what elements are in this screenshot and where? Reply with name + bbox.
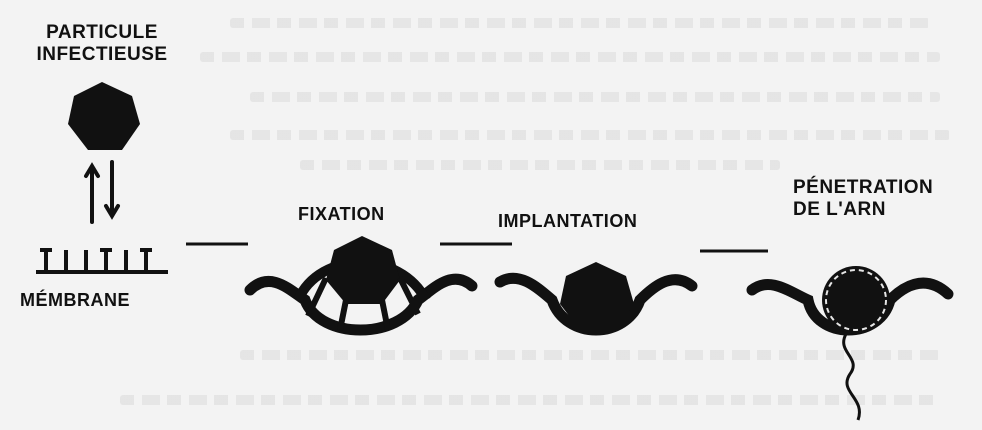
membrane-receptor-icon: [36, 250, 168, 272]
implantation-label: IMPLANTATION: [498, 211, 637, 232]
fixation-illustration: [250, 236, 472, 330]
membrane-label: MÉMBRANE: [20, 290, 130, 311]
double-arrow-icon: [86, 162, 118, 222]
particle-label-line2: INFECTIEUSE: [22, 44, 182, 66]
implantation-illustration: [500, 262, 692, 330]
penetration-label-line1: PÉNETRATION: [793, 177, 933, 199]
penetration-illustration: [752, 266, 948, 420]
fixation-label: FIXATION: [298, 204, 385, 225]
penetration-label: PÉNETRATION DE L'ARN: [793, 177, 933, 221]
particle-label-line1: PARTICULE: [22, 22, 182, 44]
particle-label: PARTICULE INFECTIEUSE: [22, 22, 182, 66]
penetration-label-line2: DE L'ARN: [793, 199, 933, 221]
step-arrows: [186, 244, 768, 251]
hexagon-virus-icon: [68, 82, 140, 150]
